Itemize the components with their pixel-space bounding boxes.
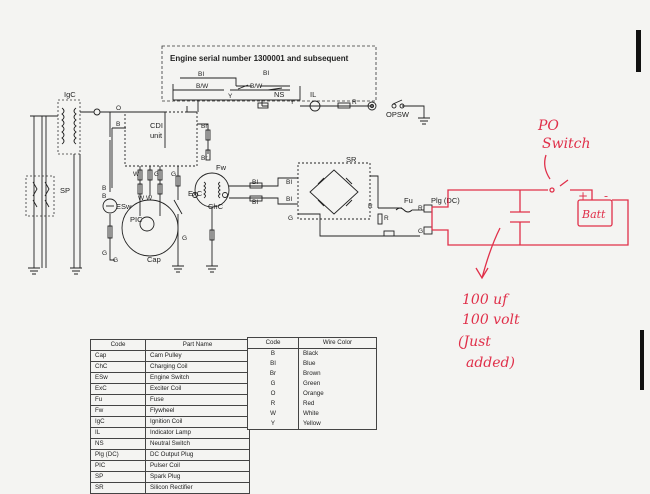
ground-wires-left — [28, 115, 82, 275]
spark-plug-box — [25, 175, 55, 217]
svg-text:100 uf: 100 uf — [462, 292, 510, 308]
sp-label: SP — [60, 186, 70, 195]
binder-mark-bottom — [640, 330, 644, 390]
exc-label: ExC — [188, 189, 203, 198]
svg-text:B/W: B/W — [196, 83, 209, 90]
svg-text:G: G — [171, 171, 176, 178]
svg-text:G: G — [102, 250, 107, 257]
svg-text:Y: Y — [290, 99, 295, 106]
handwritten-additions — [431, 154, 629, 280]
svg-text:G: G — [113, 257, 118, 264]
svg-text:G: G — [154, 171, 159, 178]
parts-header-name: Part Name — [145, 339, 250, 351]
svg-text:B: B — [116, 121, 120, 128]
svg-text:W: W — [146, 195, 153, 202]
svg-text:BI: BI — [252, 199, 258, 206]
svg-text:BI: BI — [198, 71, 204, 78]
igc-label: IgC — [64, 90, 76, 99]
svg-text:Switch: Switch — [542, 136, 591, 152]
ns-label: NS — [274, 90, 284, 99]
parts-table-header: Code Part Name — [90, 339, 250, 351]
svg-text:G: G — [418, 228, 423, 235]
svg-text:BI: BI — [286, 196, 292, 203]
svg-text:O: O — [116, 105, 121, 112]
svg-text:B: B — [102, 185, 106, 192]
battery-plus: + — [578, 189, 588, 203]
svg-text:B/W: B/W — [250, 83, 263, 90]
serial-box — [161, 45, 377, 102]
svg-text:G: G — [288, 215, 293, 222]
svg-text:Br: Br — [201, 155, 208, 162]
svg-text:W: W — [133, 171, 140, 178]
wire-header-color: Wire Color — [298, 337, 377, 349]
main-wiring: G — [80, 77, 433, 273]
il-label: IL — [310, 90, 316, 99]
wire-labels: BI B/W BI B/W Y Y R O B Br Br W W G G G … — [102, 70, 423, 257]
svg-text:R: R — [368, 203, 373, 210]
parts-header-code: Code — [90, 339, 146, 351]
table-row: Plg (DC)DC Output Plug — [90, 449, 250, 461]
binder-mark-top — [636, 30, 641, 72]
svg-text:(Just: (Just — [458, 334, 491, 350]
wire-table-header: Code Wire Color — [247, 337, 377, 349]
opsw-label: OPSW — [386, 110, 410, 119]
serial-note: Engine serial number 1300001 and subsequ… — [170, 54, 349, 63]
fw-label: Fw — [216, 163, 227, 172]
svg-text:R: R — [384, 215, 389, 222]
battery-label: Batt — [581, 208, 606, 221]
svg-text:W: W — [138, 195, 145, 202]
ignition-coil-box — [57, 99, 81, 155]
sr-label: SR — [346, 155, 357, 164]
fu-label: Fu — [404, 196, 413, 205]
svg-text:added): added) — [466, 355, 515, 371]
svg-text:Br: Br — [201, 123, 208, 130]
svg-text:G: G — [182, 235, 187, 242]
cdi-label-1: CDI — [150, 121, 163, 130]
handwritten-text: PO Switch Batt + - 100 uf 100 volt (Just… — [458, 118, 608, 371]
svg-text:B: B — [102, 193, 106, 200]
chc-label: ChC — [208, 202, 224, 211]
svg-text:100 volt: 100 volt — [462, 312, 520, 328]
pic-label: PIC — [130, 215, 143, 224]
svg-text:Y: Y — [228, 93, 233, 100]
cap-label: Cap — [147, 255, 161, 264]
svg-text:BI: BI — [286, 179, 292, 186]
svg-text:R: R — [418, 205, 423, 212]
svg-text:BI: BI — [263, 70, 269, 77]
plg-label: Plg (DC) — [431, 196, 460, 205]
battery-minus: - — [604, 189, 608, 203]
cdi-label-2: unit — [150, 131, 163, 140]
svg-text:PO: PO — [537, 118, 559, 134]
svg-text:R: R — [352, 99, 357, 106]
esw-label: ESw — [116, 202, 132, 211]
wire-header-code: Code — [247, 337, 299, 349]
svg-text:BI: BI — [252, 179, 258, 186]
